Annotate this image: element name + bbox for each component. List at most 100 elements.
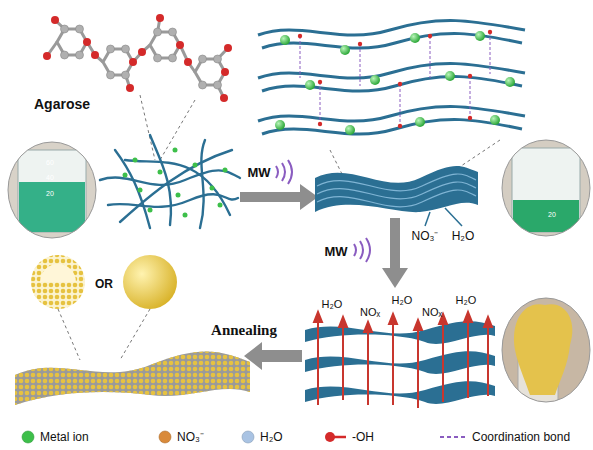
metal-ion	[223, 168, 228, 173]
hydroxyl	[318, 122, 322, 126]
sheet-metal-ions	[275, 31, 515, 135]
gas-arrow	[442, 322, 444, 402]
carbon-atom	[214, 81, 222, 89]
foam-layer	[305, 321, 495, 344]
photo-frame	[502, 298, 590, 402]
metal-ion	[275, 120, 285, 130]
film-layer	[317, 190, 476, 207]
film-body	[315, 166, 478, 212]
agarose-chain	[262, 77, 522, 91]
foam-layer	[305, 351, 495, 374]
hydroxyl-ball-symbol	[325, 432, 335, 442]
legend-item	[242, 431, 254, 443]
release-arrow	[425, 212, 430, 226]
metal-ion	[176, 193, 181, 198]
nanoparticle-layer	[15, 351, 250, 405]
carbon-atom	[61, 25, 69, 33]
gas-arrow	[487, 325, 489, 396]
coordination-bonds	[300, 32, 490, 126]
legend-text: -OH	[352, 431, 374, 443]
scale-mark: 20	[548, 211, 556, 218]
scale-mark: 60	[46, 159, 54, 166]
metal-ions	[123, 148, 228, 218]
hydroxyl	[358, 42, 362, 46]
metal-ion	[148, 208, 153, 213]
zoom-line	[160, 100, 195, 160]
scale-mark: 20	[46, 190, 54, 197]
metal-ion	[410, 33, 420, 43]
agarose-fiber	[120, 150, 232, 222]
oxygen-atom	[221, 68, 229, 76]
scale-mark: 40	[46, 174, 54, 181]
hydroxyl	[468, 116, 472, 120]
arrow-head	[389, 314, 397, 324]
legend-text: H₂O	[260, 431, 283, 443]
metal-ion	[193, 163, 198, 168]
foam-layer	[305, 381, 495, 404]
carbon-atom	[122, 45, 130, 53]
legend-item	[440, 437, 466, 438]
metal-ion	[123, 173, 128, 178]
glycosidic-bond	[180, 45, 195, 72]
carbon-atom	[122, 71, 130, 79]
metal-ion	[158, 170, 163, 175]
coordination-bond	[320, 82, 321, 124]
hydroxyl	[398, 82, 402, 86]
photo-frame	[8, 142, 96, 238]
annotation-label: H₂O	[322, 299, 343, 310]
carbon-atom	[107, 71, 115, 79]
metal-ion	[218, 203, 223, 208]
annotation-label: NO₃⁻	[412, 230, 439, 242]
coordination-bond	[430, 36, 431, 78]
agarose-molecule	[47, 18, 228, 98]
gas-arrow	[467, 320, 469, 398]
arrow-head	[314, 312, 322, 322]
agarose-chain	[258, 107, 525, 121]
arrow-head	[364, 322, 372, 332]
zoom-line	[120, 309, 150, 360]
photo-frame	[502, 140, 590, 236]
oxygen-atom	[184, 58, 192, 66]
gas-arrow	[417, 328, 419, 408]
annotation-label: Annealing	[211, 323, 277, 338]
oxygen-atom	[91, 51, 99, 59]
foam-photo	[500, 295, 593, 410]
annotation-label: NOₓ	[422, 307, 442, 318]
hydroxyl	[488, 30, 492, 34]
carbon-atom	[169, 54, 177, 62]
wave-arc	[288, 160, 292, 184]
stacked-film	[315, 166, 478, 226]
metal-ion	[345, 125, 355, 135]
coordination-bond	[300, 36, 301, 78]
zoom-lines	[58, 95, 500, 360]
agarose-fiber	[125, 160, 230, 215]
oxygen-atom	[220, 94, 228, 102]
wave-arc	[354, 244, 356, 256]
gas-arrow	[342, 325, 344, 400]
arrow-head	[414, 320, 422, 330]
wave-arc	[282, 163, 285, 181]
agarose-fiber	[100, 170, 240, 185]
legend-swatch	[22, 431, 34, 443]
agarose-fiber	[150, 135, 171, 225]
hollow-sphere	[31, 255, 85, 309]
process-arrow	[240, 184, 318, 210]
oxygen-atoms	[43, 14, 232, 102]
carbon-atom	[169, 28, 177, 36]
legend-item	[159, 431, 171, 443]
oxygen-atom	[176, 41, 184, 49]
oxygen-atom	[138, 48, 146, 56]
agarose-chain	[258, 21, 525, 35]
beaker-glass	[512, 148, 580, 232]
metal-ion	[173, 148, 178, 153]
gel-network	[100, 135, 240, 228]
gas-arrow	[367, 330, 369, 405]
beaker-photo	[0, 135, 100, 245]
coordination-bond	[400, 84, 401, 126]
metal-ion	[370, 75, 380, 85]
carbon-atom	[76, 25, 84, 33]
carbon-atoms	[61, 25, 222, 89]
sugar-ring	[57, 29, 87, 55]
metal-ion	[445, 71, 455, 81]
carbon-atom	[154, 28, 162, 36]
